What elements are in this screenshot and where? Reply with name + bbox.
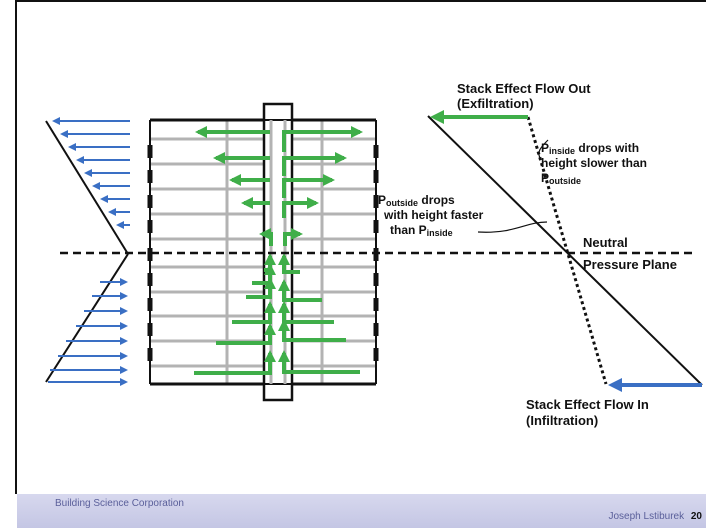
outside-pressure-line: [427, 115, 703, 386]
flow-out-subtitle: (Exfiltration): [457, 96, 534, 111]
outside-pressure-label-line2: with height faster: [383, 208, 484, 222]
exterior-flow-in-arrows: [48, 278, 128, 386]
inside-pressure-label-line3: Poutside: [541, 171, 581, 186]
company-name: Building Science Corporation: [55, 498, 184, 509]
slide-frame-left: [15, 0, 17, 494]
interior-flow-out-arrows: [195, 126, 363, 246]
pressure-profile-outline: [45, 120, 129, 383]
outside-pressure-label: Poutside drops: [378, 193, 455, 208]
outside-pressure-label-line3: than Pinside: [390, 223, 453, 238]
footer-author-page: Joseph Lstiburek 20: [608, 511, 702, 522]
stack-effect-diagram: Stack Effect Flow Out (Exfiltration) Pin…: [45, 81, 703, 428]
exterior-flow-out-arrows: [52, 117, 130, 229]
interior-flow-in-arrows: [194, 253, 360, 375]
window-openings: [147, 145, 379, 361]
page-number: 20: [690, 511, 702, 522]
neutral-plane-label-line2: Pressure Plane: [583, 257, 677, 272]
inside-pressure-label-line2: height slower than: [541, 156, 647, 170]
author-name: Joseph Lstiburek: [608, 511, 685, 522]
flow-out-title: Stack Effect Flow Out: [457, 81, 591, 96]
neutral-plane-label: Neutral: [583, 235, 628, 250]
infiltration-arrow: [608, 378, 702, 392]
flow-in-subtitle: (Infiltration): [526, 413, 598, 428]
inside-pressure-line: [526, 116, 608, 385]
exfiltration-arrow: [430, 110, 528, 124]
flow-in-title: Stack Effect Flow In: [526, 397, 649, 412]
outside-label-leader: [477, 221, 548, 233]
inside-label-leader: [538, 139, 549, 159]
slide-frame-top: [15, 0, 706, 2]
slide-footer: Building Science Corporation Joseph Lsti…: [17, 494, 706, 528]
inside-pressure-label: Pinside drops with: [541, 141, 639, 156]
